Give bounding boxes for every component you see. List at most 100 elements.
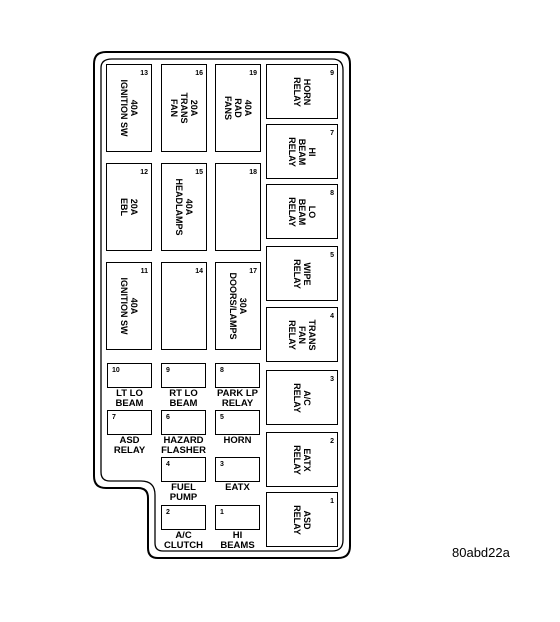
maxi-fuse-18: 18 [215,163,261,251]
mini-fuse-5: 5 [215,410,260,435]
fuse-label-line: DOORS/LAMPS [228,272,238,340]
relay-label-line: RELAY [287,136,297,167]
fuse-number: 18 [249,169,257,176]
mini-fuse-caption-line: RELAY [113,445,146,456]
relay-label-line: A/C [302,389,312,406]
fuse-number: 13 [140,70,148,77]
relay-label-line: ASD [302,509,312,529]
fuse-number: 15 [195,169,203,176]
mini-fuse-caption-line: BEAM [115,398,144,409]
relay-label-line: HORN [302,78,312,105]
relay-label-line: LO [307,205,317,218]
mini-fuse-2: 2 [161,505,206,530]
fuse-label-line: IGNITION SW [119,79,129,137]
relay-label-line: FAN [297,325,307,344]
fuse-number: 16 [195,70,203,77]
mini-fuse-caption: EATX [205,483,270,493]
mini-fuse-caption-line: EATX [225,482,250,493]
fuse-label-line: FANS [223,95,233,121]
relay-label-line: RELAY [292,444,302,475]
fuse-label-line: HEADLAMPS [174,178,184,236]
relay-label-line: HI [307,147,317,156]
mini-fuse-caption-line: ASD [119,435,140,446]
fuse-number: 8 [220,367,224,374]
fuse-number: 11 [140,268,148,275]
mini-fuse-caption: HORN [205,436,270,446]
fuse-label-line: 30A [238,297,248,315]
fuse-label-line: 20A [129,198,139,216]
fuse-label-line: IGNITION SW [119,277,129,335]
fuse-number: 9 [166,367,170,374]
mini-fuse-4: 4 [161,457,206,482]
mini-fuse-caption-line: RT LO [169,388,198,399]
relay-label-line: RELAY [292,382,302,413]
relay-label-line: EATX [302,447,312,472]
relay-number: 2 [330,438,334,445]
relay-label-line: RELAY [292,76,302,107]
fuse-number: 5 [220,414,224,421]
fuse-number: 17 [249,268,257,275]
mini-fuse-caption-line: PUMP [169,492,198,503]
mini-fuse-caption-line: FLASHER [161,445,206,456]
relay-label-line: BEAM [297,198,307,225]
mini-fuse-caption-line: HI [232,530,243,541]
mini-fuse-caption-line: CLUTCH [163,540,204,551]
fuse-label-line: 40A [129,99,139,117]
fuse-number: 1 [220,509,224,516]
mini-fuse-caption-line: FUEL [171,482,196,493]
mini-fuse-caption-line: HAZARD [163,435,204,446]
relay-label-line: RELAY [287,319,297,350]
relay-number: 7 [330,130,334,137]
fuse-number: 3 [220,461,224,468]
figure-code: 80abd22a [452,545,510,560]
fuse-number: 2 [166,509,170,516]
relay-label-line: RELAY [287,196,297,227]
relay-number: 8 [330,190,334,197]
mini-fuse-caption-line: RELAY [221,398,254,409]
relay-label-line: BEAM [297,138,307,165]
maxi-fuse-14: 14 [161,262,207,350]
fuse-label-line: 40A [129,297,139,315]
relay-number: 9 [330,70,334,77]
fuse-number: 10 [112,367,120,374]
relay-label-line: TRANS [307,319,317,350]
mini-fuse-caption-line: BEAM [169,398,198,409]
mini-fuse-caption-line: BEAMS [220,540,255,551]
fuse-number: 12 [140,169,148,176]
relay-label-line: WIPE [302,261,312,285]
mini-fuse-8: 8 [215,363,260,388]
relay-number: 1 [330,498,334,505]
fuse-number: 6 [166,414,170,421]
relay-label-line: RELAY [292,504,302,535]
relay-label-line: RELAY [292,258,302,289]
